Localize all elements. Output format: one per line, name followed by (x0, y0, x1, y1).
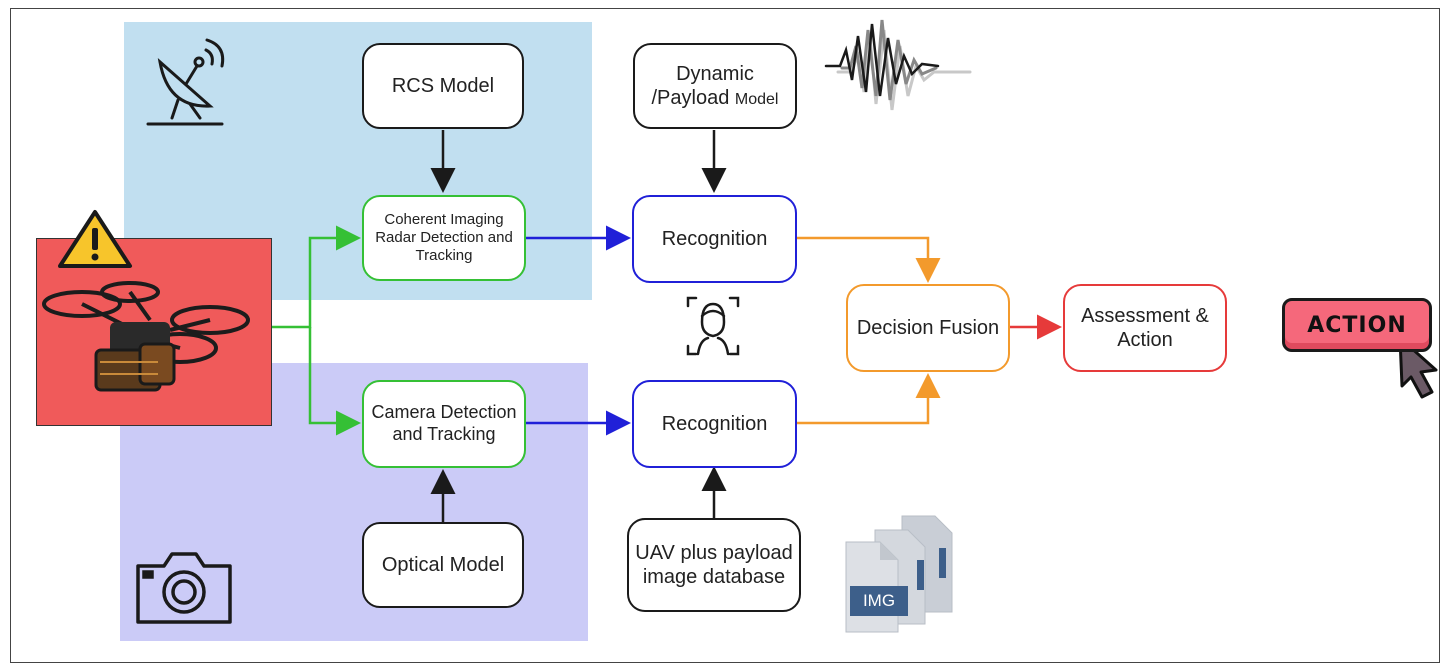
camera-detection-label: Camera Detection and Tracking (371, 402, 517, 444)
camera-detection-node: Camera Detection and Tracking (362, 380, 526, 468)
radar-detection-node: Coherent Imaging Radar Detection and Tra… (362, 195, 526, 281)
diagram-frame (10, 8, 1440, 663)
model-label-small: Model (734, 91, 779, 108)
arrow-recognition-top-to-fusion (797, 236, 941, 283)
dynamic-payload-model-node: Dynamic /Payload Model (633, 43, 797, 129)
action-button[interactable]: ACTION (1282, 298, 1432, 352)
camera-icon (136, 552, 232, 624)
recognition-top-label: Recognition (661, 228, 768, 250)
signal-waveform-icon (824, 19, 972, 111)
drone-image (42, 281, 250, 392)
recognition-bottom-label: Recognition (661, 413, 768, 435)
assessment-action-label: Assessment & Action (1081, 305, 1209, 351)
cursor-icon (1398, 336, 1438, 399)
assessment-action-node: Assessment & Action (1063, 284, 1227, 372)
action-button-label: ACTION (1307, 312, 1407, 338)
payload-model-label: /Payload (651, 87, 730, 109)
img-file-tag: IMG (850, 586, 908, 616)
dynamic-model-label: Dynamic (676, 63, 754, 85)
decision-fusion-node: Decision Fusion (846, 284, 1010, 372)
rcs-model-label: RCS Model (391, 75, 495, 97)
uav-database-label: UAV plus payload image database (635, 542, 793, 588)
payload-model-label-wrap: /Payload Model (652, 86, 779, 110)
img-file-tag-label: IMG (862, 591, 896, 610)
recognition-top-node: Recognition (632, 195, 797, 283)
recognition-bottom-node: Recognition (632, 380, 797, 468)
rcs-model-node: RCS Model (362, 43, 524, 129)
green-connector (272, 225, 361, 329)
decision-fusion-label: Decision Fusion (856, 317, 1000, 339)
radar-detection-label: Coherent Imaging Radar Detection and Tra… (375, 211, 513, 264)
warning-icon (58, 210, 132, 268)
green-connector (308, 327, 361, 436)
arrow-recognition-bottom-to-fusion (797, 373, 941, 425)
uav-database-node: UAV plus payload image database (627, 518, 801, 612)
optical-model-label: Optical Model (381, 554, 505, 576)
satellite-dish-icon (146, 38, 225, 126)
optical-model-node: Optical Model (362, 522, 524, 608)
face-scan-icon (686, 296, 740, 356)
